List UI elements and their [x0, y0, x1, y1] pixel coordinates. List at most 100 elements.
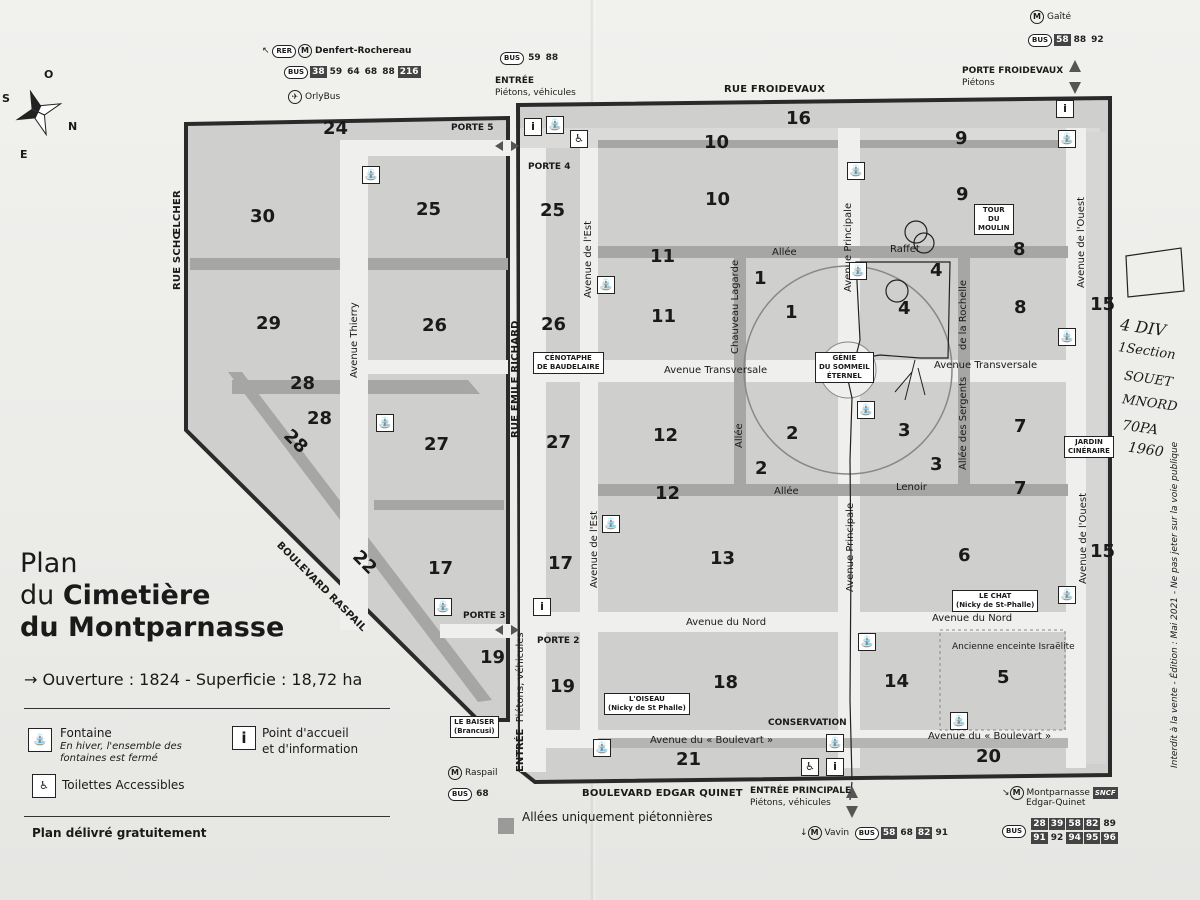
bus-badge: BUS	[1028, 34, 1053, 47]
porte-5-label: PORTE 5	[451, 123, 494, 133]
side-entrance-label: ENTRÉE Piétons, véhicules	[515, 632, 526, 772]
legend-toilettes: Toilettes Accessibles	[62, 778, 185, 792]
lenoir-label: Lenoir	[896, 482, 927, 493]
legend-accueil-1: Point d'accueil	[262, 726, 349, 740]
plan-delivre: Plan délivré gratuitement	[32, 826, 207, 840]
avenue-boulevart-east-label: Avenue du « Boulevart »	[928, 731, 1052, 742]
title-line-1: Plan	[20, 548, 78, 579]
metro-icon: M	[807, 826, 822, 840]
division-28-a: 28	[290, 373, 316, 394]
allee-sergents-label: Allée des Sergents	[958, 376, 969, 470]
avenue-boulevart-west-label: Avenue du « Boulevart »	[650, 735, 774, 746]
la-rochelle-label: de la Rochelle	[958, 279, 969, 350]
division-17-west: 17	[428, 558, 454, 579]
division-11-top: 11	[650, 246, 676, 267]
fountain-icon: ⛲	[849, 262, 867, 280]
avenue-thierry-label: Avenue Thierry	[349, 302, 360, 378]
division-25-west: 25	[416, 199, 442, 220]
porte-froidevaux-title: PORTE FROIDEVAUX	[962, 66, 1064, 76]
fountain-icon: ⛲	[847, 162, 865, 180]
allee-bottom-label: Allée	[774, 486, 799, 497]
division-12-bottom: 12	[655, 483, 681, 504]
rer-badge: RER	[272, 45, 296, 58]
avenue-ouest-top-label: Avenue de l'Ouest	[1076, 196, 1087, 288]
le-baiser-sculpture: LE BAISER(Brancusi)	[450, 716, 499, 738]
division-2-b: 2	[755, 458, 768, 479]
division-10-top: 10	[704, 132, 730, 153]
division-3-b: 3	[930, 454, 943, 475]
division-5: 5	[997, 667, 1010, 688]
division-30: 30	[250, 206, 276, 227]
metro-icon: M	[448, 766, 462, 780]
avenue-transversale-east-label: Avenue Transversale	[934, 360, 1038, 371]
division-2-a: 2	[786, 423, 799, 444]
division-11-main: 11	[651, 306, 677, 327]
fountain-icon: ⛲	[1058, 328, 1076, 346]
division-9-main: 9	[956, 184, 969, 205]
division-4-b: 4	[898, 298, 911, 319]
info-icon: i	[232, 726, 256, 750]
title-line-2: du Cimetière	[20, 580, 211, 611]
division-27-west: 27	[424, 434, 450, 455]
opening-info: → Ouverture : 1824 - Superficie : 18,72 …	[24, 670, 363, 689]
division-14: 14	[884, 671, 910, 692]
fountain-icon: ⛲	[593, 739, 611, 757]
division-7-bottom: 7	[1014, 478, 1027, 499]
bus-badge: BUS	[500, 52, 525, 65]
compass-e: E	[20, 148, 28, 161]
division-18: 18	[713, 672, 739, 693]
fountain-icon: ⛲	[1058, 586, 1076, 604]
division-8-main: 8	[1014, 297, 1027, 318]
fountain-icon: ⛲	[602, 515, 620, 533]
bus-badge: BUS	[448, 788, 473, 801]
avenue-nord-west-label: Avenue du Nord	[686, 617, 767, 628]
info-icon: i	[1056, 100, 1074, 118]
fountain-icon: ⛲	[950, 712, 968, 730]
edition-note: Interdit à la vente - Édition : Mai 2021…	[1170, 441, 1180, 768]
entree-principale-title: ENTRÉE PRINCIPALE	[750, 786, 852, 796]
allee-top-label: Allée	[772, 247, 797, 258]
division-19-west: 19	[480, 647, 506, 668]
legend-fontaine-note-1: En hiver, l'ensemble des	[60, 741, 182, 752]
chauveau-lagarde-label: Chauveau Lagarde	[730, 259, 741, 354]
avenue-est-bottom-label: Avenue de l'Est	[589, 511, 600, 588]
rue-schoelcher-label: RUE SCHŒLCHER	[172, 190, 183, 290]
porte-3-label: PORTE 3	[463, 611, 506, 621]
division-6: 6	[958, 545, 971, 566]
porte-2-label: PORTE 2	[537, 636, 580, 646]
sncf-badge: SNCF	[1092, 787, 1118, 799]
avenue-est-top-label: Avenue de l'Est	[583, 221, 594, 298]
fountain-icon: ⛲	[597, 276, 615, 294]
avenue-principale-bottom-label: Avenue Principale	[845, 502, 856, 592]
arrow-icon: ↖	[262, 46, 270, 56]
conservation-label: CONSERVATION	[768, 718, 847, 728]
division-26-west: 26	[422, 315, 448, 336]
division-28-b: 28	[307, 408, 333, 429]
legend-accueil-2: et d'information	[262, 742, 359, 756]
division-20: 20	[976, 746, 1002, 767]
division-15-top: 15	[1090, 294, 1116, 315]
division-8-top: 8	[1013, 239, 1026, 260]
fountain-icon: ⛲	[1058, 130, 1076, 148]
legend-divider	[24, 816, 390, 817]
division-27-east: 27	[546, 432, 572, 453]
division-12-main: 12	[653, 425, 679, 446]
fountain-icon: ⛲	[546, 116, 564, 134]
le-chat-sculpture: LE CHAT(Nicky de St-Phalle)	[952, 590, 1039, 612]
division-15-bottom: 15	[1090, 541, 1116, 562]
division-10-main: 10	[705, 189, 731, 210]
porte-froidevaux-sub: Piétons	[962, 78, 995, 88]
orlybus-label: ✈OrlyBus	[288, 90, 340, 104]
info-icon: i	[826, 758, 844, 776]
